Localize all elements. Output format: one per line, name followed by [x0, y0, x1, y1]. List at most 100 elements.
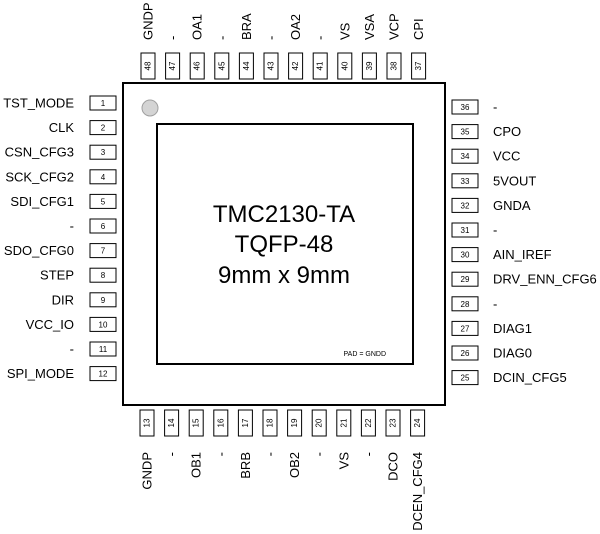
pin-number: 29 [461, 275, 470, 284]
pin-name: SDO_CFG0 [4, 243, 74, 258]
pin-box [188, 409, 204, 437]
pin-box [451, 370, 479, 386]
pin-box [337, 52, 353, 80]
pin-box [263, 52, 279, 80]
pin-number: 17 [241, 418, 250, 427]
pin-name: AIN_IREF [493, 247, 552, 262]
pin-right-28: 28- [451, 296, 497, 312]
pin-name: BRB [238, 452, 253, 479]
pin-number: 40 [340, 61, 349, 70]
pin-number: 16 [216, 418, 225, 427]
pin-box [262, 409, 278, 437]
pin-number: 35 [461, 128, 470, 137]
pin1-marker-dot [141, 99, 159, 117]
pin-box [89, 292, 117, 308]
pin-number: 1 [101, 99, 106, 108]
pin-name: - [214, 36, 229, 40]
pin-name: DIR [52, 292, 74, 307]
pin-top-47: 47- [165, 36, 181, 80]
pin-box [451, 247, 479, 263]
pin-box [89, 243, 117, 259]
pin-name: VCP [387, 13, 402, 40]
pin-box [139, 409, 155, 437]
pin-box [451, 148, 479, 164]
pin-number: 41 [316, 61, 325, 70]
pin-box [89, 316, 117, 332]
pin-name: - [493, 100, 497, 115]
pin-name: VS [337, 22, 352, 40]
pin-bottom-18: 18- [262, 409, 278, 456]
pin-box [451, 296, 479, 312]
pin-box [165, 52, 181, 80]
pin-box [89, 95, 117, 111]
pin-bottom-16: 16- [213, 409, 229, 456]
pin-number: 43 [267, 61, 276, 70]
pin-box [336, 409, 352, 437]
pin-number: 45 [217, 61, 226, 70]
pin-number: 6 [101, 222, 106, 231]
pin-name: - [312, 452, 327, 456]
pin-box [451, 271, 479, 287]
pin-top-43: 43- [263, 36, 279, 80]
pin-box [386, 52, 402, 80]
pin-left-10: 10 VCC_IO [26, 316, 117, 332]
pin-name: VCC_IO [26, 317, 74, 332]
pin-number: 33 [461, 177, 470, 186]
pin-name: STEP [40, 268, 74, 283]
pin-box [411, 52, 427, 80]
pin-name: - [263, 452, 278, 456]
pin-number: 47 [168, 61, 177, 70]
pin-box [140, 52, 156, 80]
pin-number: 11 [99, 345, 108, 354]
pin-name: SPI_MODE [7, 366, 75, 381]
pin-box [213, 409, 229, 437]
pin-number: 14 [167, 418, 176, 427]
pin-number: 28 [461, 300, 470, 309]
pin-name: - [361, 452, 376, 456]
pin-name: - [493, 223, 497, 238]
pin-name: GNDA [493, 198, 531, 213]
pin-right-29: 29 DRV_ENN_CFG6 [451, 271, 597, 287]
chip-body-inner [156, 123, 414, 365]
pin-box [361, 52, 377, 80]
pin-name: OA1 [190, 14, 205, 40]
pin-number: 4 [101, 173, 106, 182]
pin-name: TST_MODE [3, 96, 74, 111]
pin-name: OB2 [287, 452, 302, 478]
pin-name: VCC [493, 149, 520, 164]
pin-name: - [313, 36, 328, 40]
pin-name: DRV_ENN_CFG6 [493, 272, 597, 287]
pin-name: DCEN_CFG4 [410, 452, 425, 531]
pin-number: 44 [242, 61, 251, 70]
pad-label: PAD = GNDD [344, 351, 386, 358]
pin-top-41: 41 - [312, 36, 328, 80]
pin-box [385, 409, 401, 437]
pin-number: 10 [99, 320, 108, 329]
pin-top-40: 40 VS [337, 22, 353, 80]
pin-number: 5 [101, 197, 106, 206]
pin-number: 26 [461, 349, 470, 358]
pin-name: - [164, 452, 179, 456]
pin-box [288, 52, 304, 80]
pin-name: VS [336, 452, 351, 470]
pin-right-36: 36- [451, 99, 497, 115]
